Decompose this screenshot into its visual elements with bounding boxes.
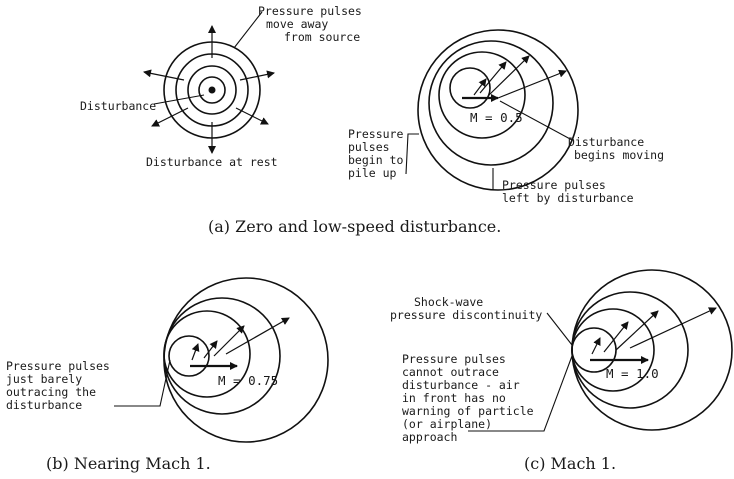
nearing-mach-diagram (114, 277, 329, 443)
leader-line (114, 359, 171, 407)
pulse-arrow (191, 343, 200, 361)
pulse-ring (163, 310, 251, 398)
outrace-label: Pressure pulses just barely outracing th… (6, 359, 117, 412)
disturbance-at-rest-label: Disturbance at rest (146, 155, 278, 169)
pulse-ring (428, 40, 554, 166)
mach-label-c: M = 1.0 (606, 366, 659, 381)
pulse-arrow (225, 317, 290, 355)
leader-line (468, 355, 573, 432)
caption-a: (a) Zero and low-speed disturbance. (208, 217, 501, 236)
pulse-arrow (239, 70, 275, 81)
pulse-ring (187, 65, 237, 115)
leader-line (233, 11, 263, 49)
pulses-pile-up-label: Pressure pulses begin to pile up (348, 127, 410, 180)
leader-line (546, 312, 573, 346)
pulses-move-label: Pressure pulses move away from source (258, 4, 369, 44)
leader-line (499, 100, 573, 141)
caption-b: (b) Nearing Mach 1. (46, 454, 211, 473)
caption-c: (c) Mach 1. (524, 454, 616, 473)
pulse-ring (438, 51, 526, 139)
pulse-ring (571, 269, 733, 431)
pulse-arrow (143, 69, 185, 81)
pulse-arrow (479, 61, 507, 94)
pulse-arrow (615, 310, 659, 351)
pulses-left-label: Pressure pulses left by disturbance (502, 178, 634, 205)
pulse-arrow (497, 69, 567, 99)
pulse-ring (449, 67, 491, 109)
pulse-arrow (473, 78, 487, 96)
pulse-ring (163, 297, 281, 415)
disturbance-begins-label: Disturbance begins moving (568, 135, 664, 162)
shock-wave-label: Shock-wave pressure discontinuity (390, 295, 542, 322)
disturbance-label: Disturbance (80, 99, 156, 113)
mach-one-diagram (468, 269, 733, 432)
leader-line (492, 168, 500, 191)
pulse-ring (571, 291, 689, 409)
pulse-arrow (203, 340, 218, 359)
mach-label-a: M = 0.5 (470, 110, 523, 125)
pulse-arrow (487, 55, 530, 97)
pulse-arrow (213, 325, 245, 357)
pulse-arrow (235, 107, 269, 125)
rest-diagram (143, 11, 275, 154)
cannot-outrace-label: Pressure pulses cannot outrace disturban… (402, 352, 541, 444)
pulse-ring (198, 76, 226, 104)
pulse-arrow (629, 307, 717, 349)
moving-diagram (405, 29, 579, 191)
pulse-arrow (591, 337, 601, 355)
pulse-arrow (603, 321, 629, 353)
disturbance-source (208, 86, 216, 94)
leader-line (405, 133, 419, 175)
mach-label-b: M = 0.75 (218, 373, 278, 388)
pulse-ring (168, 335, 210, 377)
pulse-arrow (151, 107, 189, 127)
leader-line (153, 94, 205, 105)
